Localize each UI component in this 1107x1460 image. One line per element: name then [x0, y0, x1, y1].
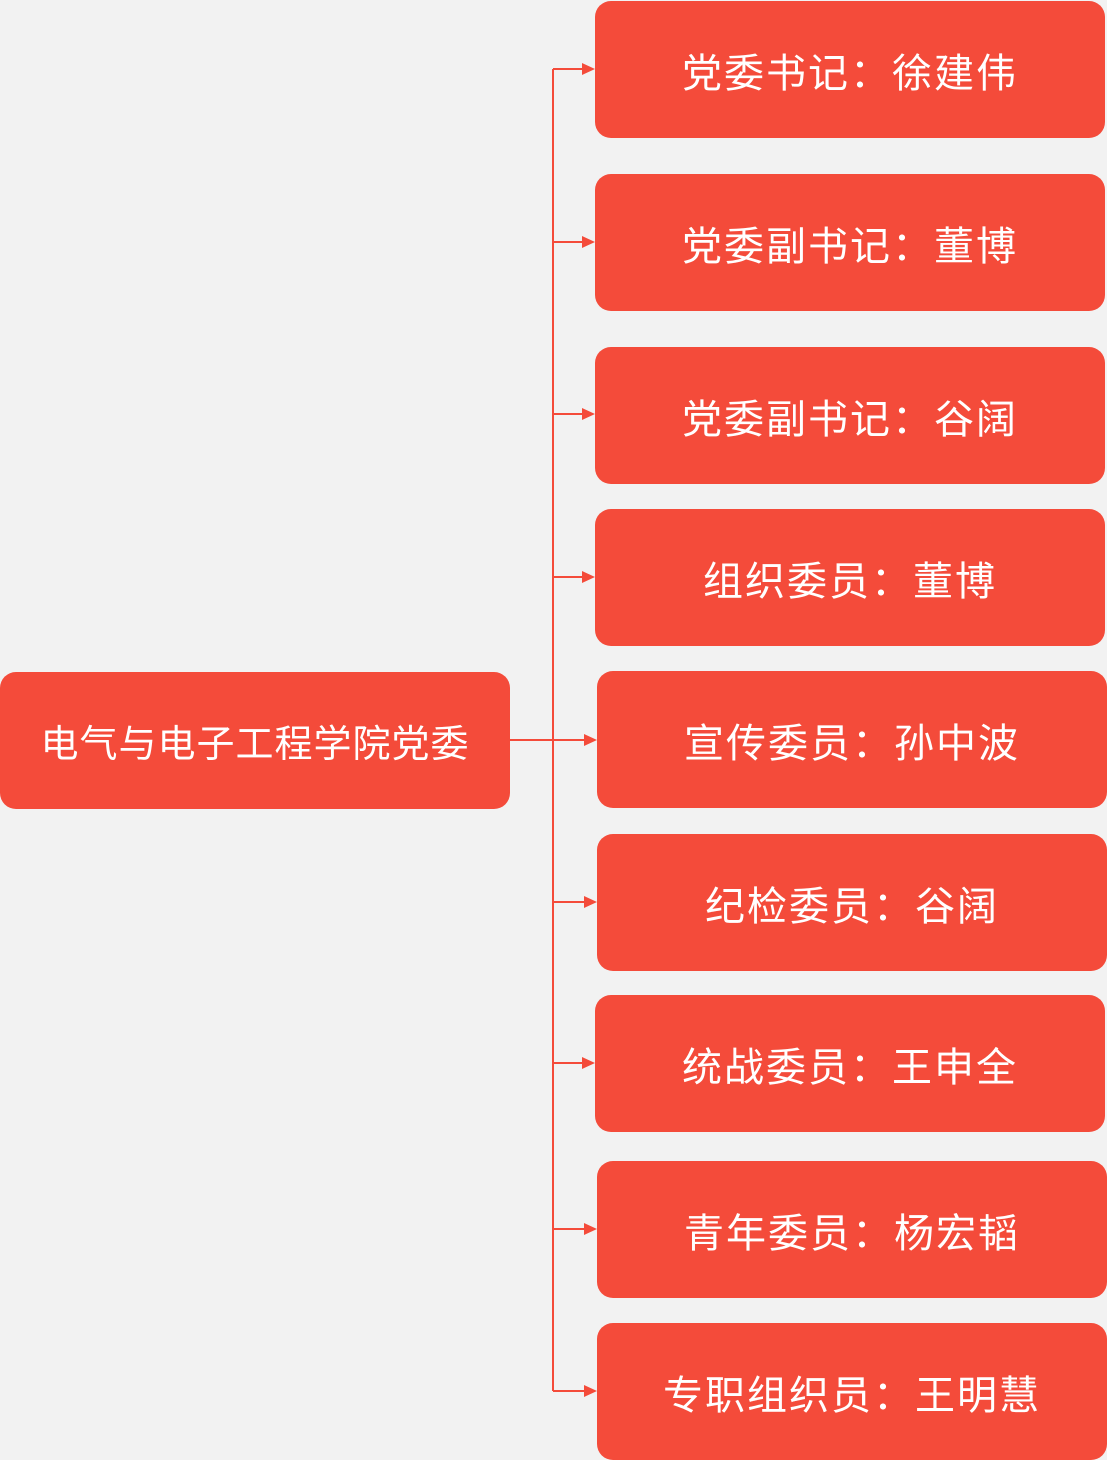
member-label: 宣传委员：孙中波: [684, 720, 1020, 767]
branch-arrow-1: [553, 63, 595, 75]
member-node-publicity-member: 宣传委员：孙中波: [597, 671, 1107, 808]
root-node-label: 电气与电子工程学院党委: [40, 722, 470, 766]
member-node-organization-member: 组织委员：董博: [595, 509, 1105, 646]
member-node-full-time-organizer: 专职组织员：王明慧: [597, 1323, 1107, 1460]
member-node-discipline-member: 纪检委员：谷阔: [597, 834, 1107, 971]
member-label: 党委书记：徐建伟: [682, 50, 1018, 97]
branch-arrow-8: [553, 1223, 597, 1235]
branch-arrow-7: [553, 1057, 595, 1069]
member-label: 纪检委员：谷阔: [705, 883, 999, 930]
branch-arrow-6: [553, 896, 597, 908]
branch-arrow-9: [553, 1385, 597, 1397]
member-node-party-secretary: 党委书记：徐建伟: [595, 1, 1105, 138]
member-node-united-front-member: 统战委员：王申全: [595, 995, 1105, 1132]
member-node-deputy-secretary-1: 党委副书记：董博: [595, 174, 1105, 311]
branch-arrow-3: [553, 408, 595, 420]
root-node-party-committee: 电气与电子工程学院党委: [0, 672, 510, 809]
member-label: 青年委员：杨宏韬: [684, 1210, 1020, 1257]
member-node-youth-member: 青年委员：杨宏韬: [597, 1161, 1107, 1298]
member-label: 统战委员：王申全: [682, 1044, 1018, 1091]
member-node-deputy-secretary-2: 党委副书记：谷阔: [595, 347, 1105, 484]
branch-arrow-4: [553, 571, 595, 583]
branch-arrow-5: [553, 734, 597, 746]
branch-arrow-2: [553, 236, 595, 248]
member-label: 组织委员：董博: [703, 558, 997, 605]
member-label: 专职组织员：王明慧: [663, 1372, 1041, 1419]
member-label: 党委副书记：谷阔: [682, 396, 1018, 443]
member-label: 党委副书记：董博: [682, 223, 1018, 270]
